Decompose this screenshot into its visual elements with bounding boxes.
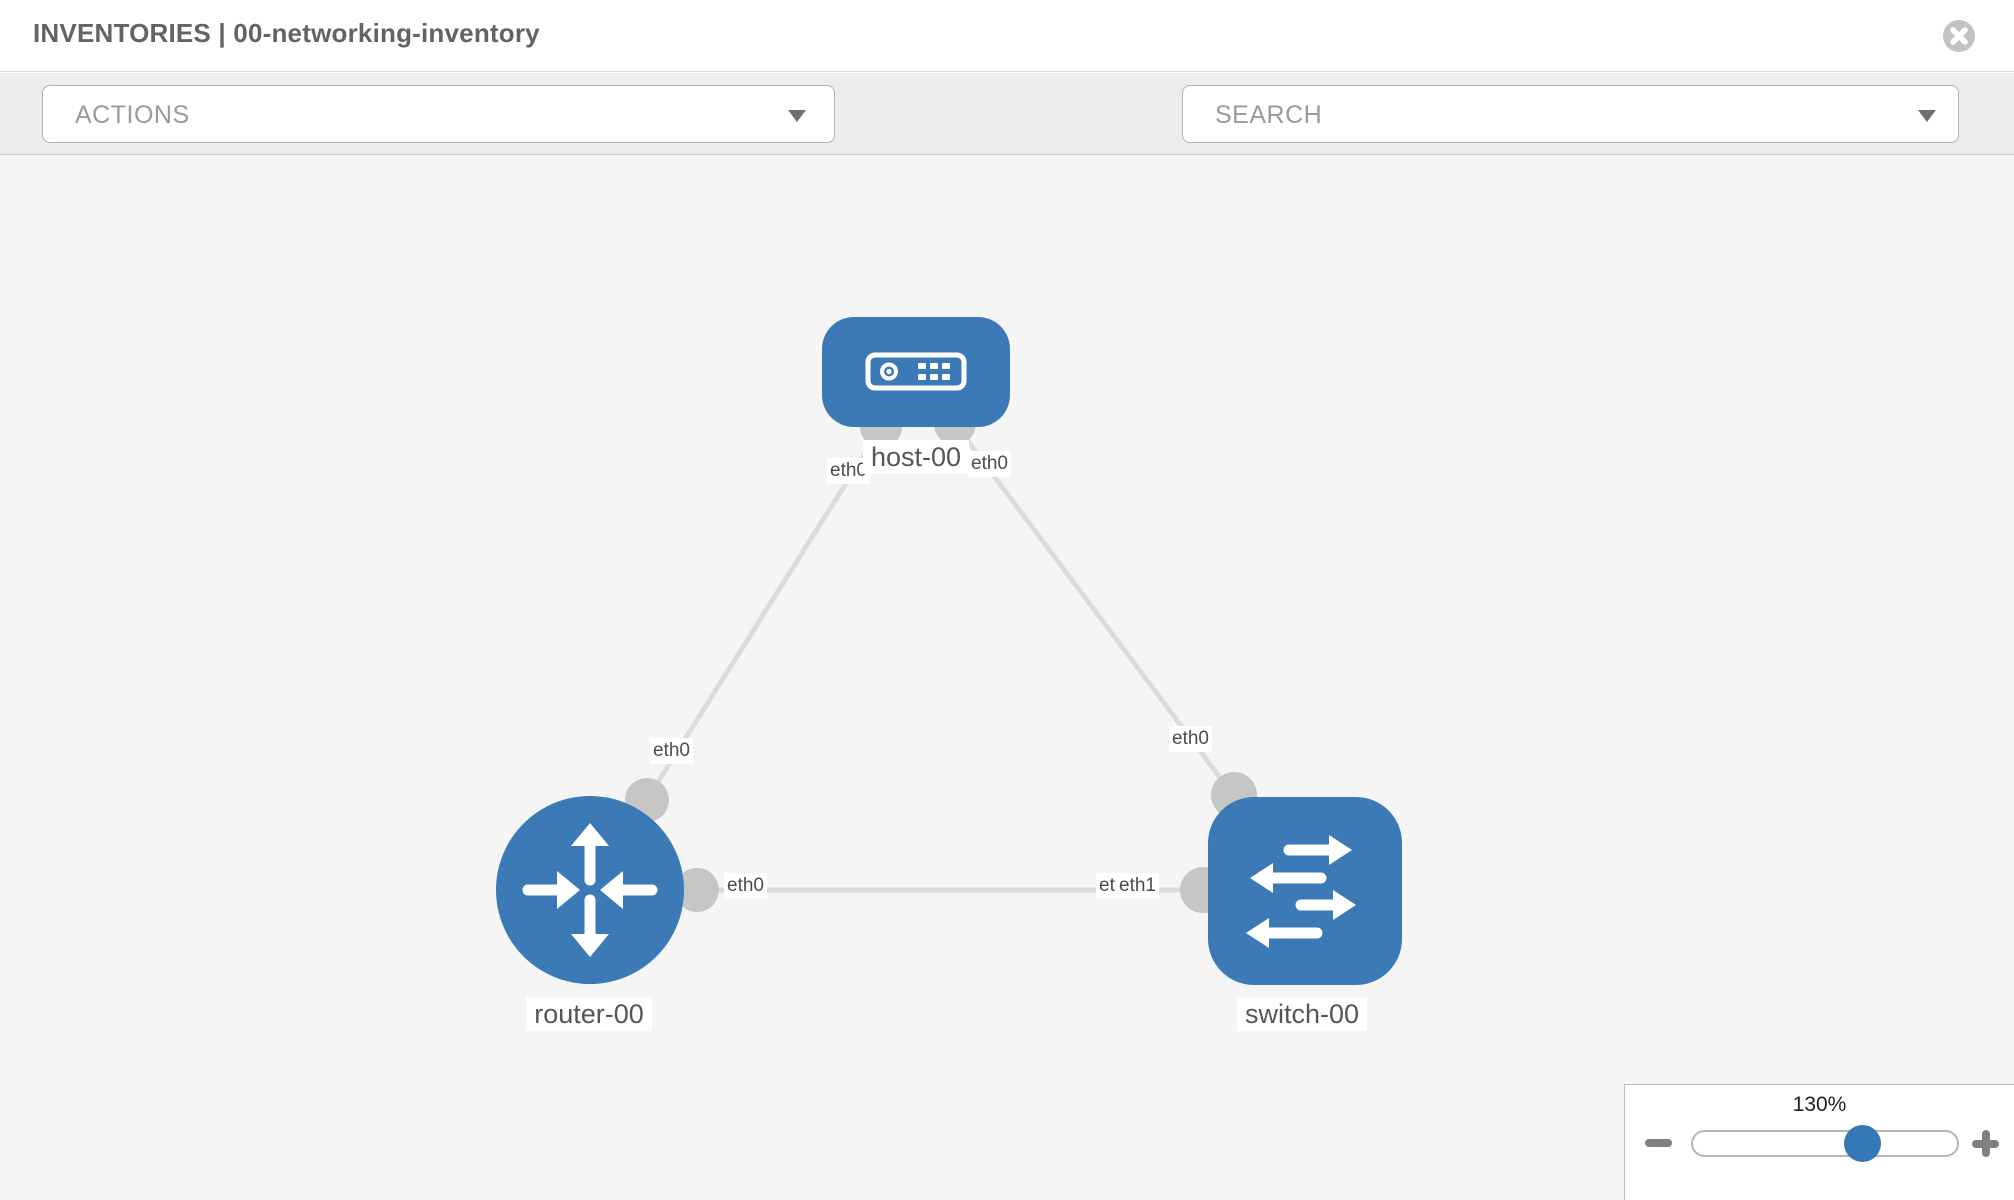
switch-icon: [1246, 835, 1356, 948]
interface-label: eth0: [827, 458, 870, 484]
search-dropdown-label: SEARCH: [1215, 101, 1323, 129]
zoom-slider-thumb[interactable]: [1844, 1125, 1881, 1162]
page-header: INVENTORIES | 00-networking-inventory: [0, 0, 2014, 72]
topology-canvas[interactable]: eth0 eth0 eth0 eth0 eth0 eth0 eth1 host-…: [0, 155, 2014, 1200]
page-title: INVENTORIES | 00-networking-inventory: [33, 18, 540, 48]
endpoint-router-switch-router: [675, 868, 719, 912]
close-icon[interactable]: [1942, 19, 1976, 53]
interface-endpoints: [625, 403, 1257, 913]
chevron-down-icon: [1918, 110, 1936, 122]
toolbar: ACTIONS SEARCH: [0, 73, 2014, 202]
node-label-switch: switch-00: [1236, 997, 1368, 1031]
zoom-out-button[interactable]: [1645, 1139, 1672, 1147]
actions-dropdown-label: ACTIONS: [75, 101, 190, 129]
zoom-percentage: 130%: [1792, 1093, 1847, 1116]
interface-label: eth0: [968, 451, 1011, 477]
zoom-slider-track[interactable]: [1691, 1130, 1959, 1157]
node-label-host: host-00: [862, 440, 970, 474]
interface-label: eth0: [724, 873, 767, 899]
actions-dropdown[interactable]: ACTIONS: [42, 85, 835, 143]
node-label-router: router-00: [526, 997, 652, 1031]
zoom-control-panel: 130%: [1624, 1084, 2014, 1200]
node-router-00[interactable]: [496, 796, 684, 984]
interface-label: eth1: [1116, 873, 1159, 899]
node-switch-00[interactable]: [1208, 797, 1402, 985]
search-dropdown[interactable]: SEARCH: [1182, 85, 1959, 143]
zoom-in-button[interactable]: [1972, 1130, 1999, 1157]
router-icon: [522, 823, 658, 957]
host-icon: [865, 352, 967, 391]
interface-label: eth0: [650, 738, 693, 764]
node-host-00[interactable]: [822, 317, 1010, 427]
chevron-down-icon: [788, 110, 806, 122]
interface-label: eth0: [1169, 726, 1212, 752]
